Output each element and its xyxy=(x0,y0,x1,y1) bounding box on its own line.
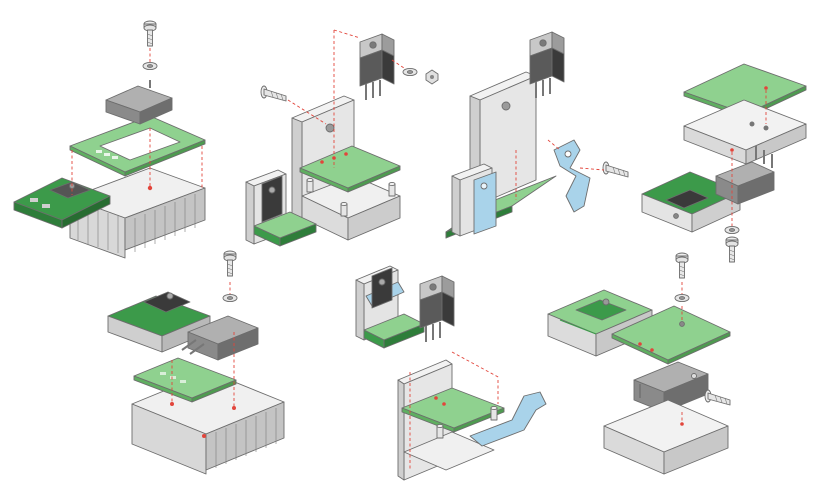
washer-icon xyxy=(222,293,238,303)
pcb-board xyxy=(547,289,653,357)
screw-icon xyxy=(260,85,287,102)
assembly-7 xyxy=(547,252,731,475)
heatsink-icon xyxy=(131,371,285,475)
assembly-3 xyxy=(445,31,629,239)
washer-icon xyxy=(402,67,418,77)
pcb-frame xyxy=(69,115,206,177)
screw-icon xyxy=(143,20,157,47)
nut-icon xyxy=(425,69,439,85)
assembly-6 xyxy=(355,265,547,481)
assembly-2 xyxy=(245,29,439,247)
metal-block xyxy=(603,399,729,475)
pcb-board xyxy=(299,145,401,193)
assembly-5 xyxy=(107,250,285,475)
screw-icon xyxy=(704,389,731,406)
transistor-icon xyxy=(529,31,565,99)
pcb-board xyxy=(611,305,731,365)
screw-icon xyxy=(725,236,739,263)
transistor-icon xyxy=(181,315,259,361)
washer-icon xyxy=(674,293,690,303)
transistor-icon xyxy=(633,361,709,413)
transistor-icon xyxy=(715,146,775,205)
screw-icon xyxy=(602,161,629,178)
pcb-board xyxy=(133,357,237,403)
transistor-icon xyxy=(105,80,173,125)
pcb-board xyxy=(13,177,111,229)
pcb-board xyxy=(641,171,741,233)
insulator-strip xyxy=(469,391,547,447)
metal-block xyxy=(683,99,807,165)
assembly-1 xyxy=(13,20,206,259)
assembly-4 xyxy=(641,63,807,263)
pcb-board xyxy=(363,313,425,349)
transistor-icon xyxy=(371,267,393,309)
screw-icon xyxy=(675,252,689,279)
screw-icon xyxy=(223,250,237,277)
transistor-icon xyxy=(419,275,455,343)
washer-icon xyxy=(724,225,740,235)
transistor-icon xyxy=(261,175,283,223)
pcb-board xyxy=(253,211,317,247)
insulator-clip xyxy=(553,139,591,213)
insulator-clip xyxy=(473,171,497,235)
washer-icon xyxy=(142,61,158,71)
transistor-icon xyxy=(359,33,395,101)
